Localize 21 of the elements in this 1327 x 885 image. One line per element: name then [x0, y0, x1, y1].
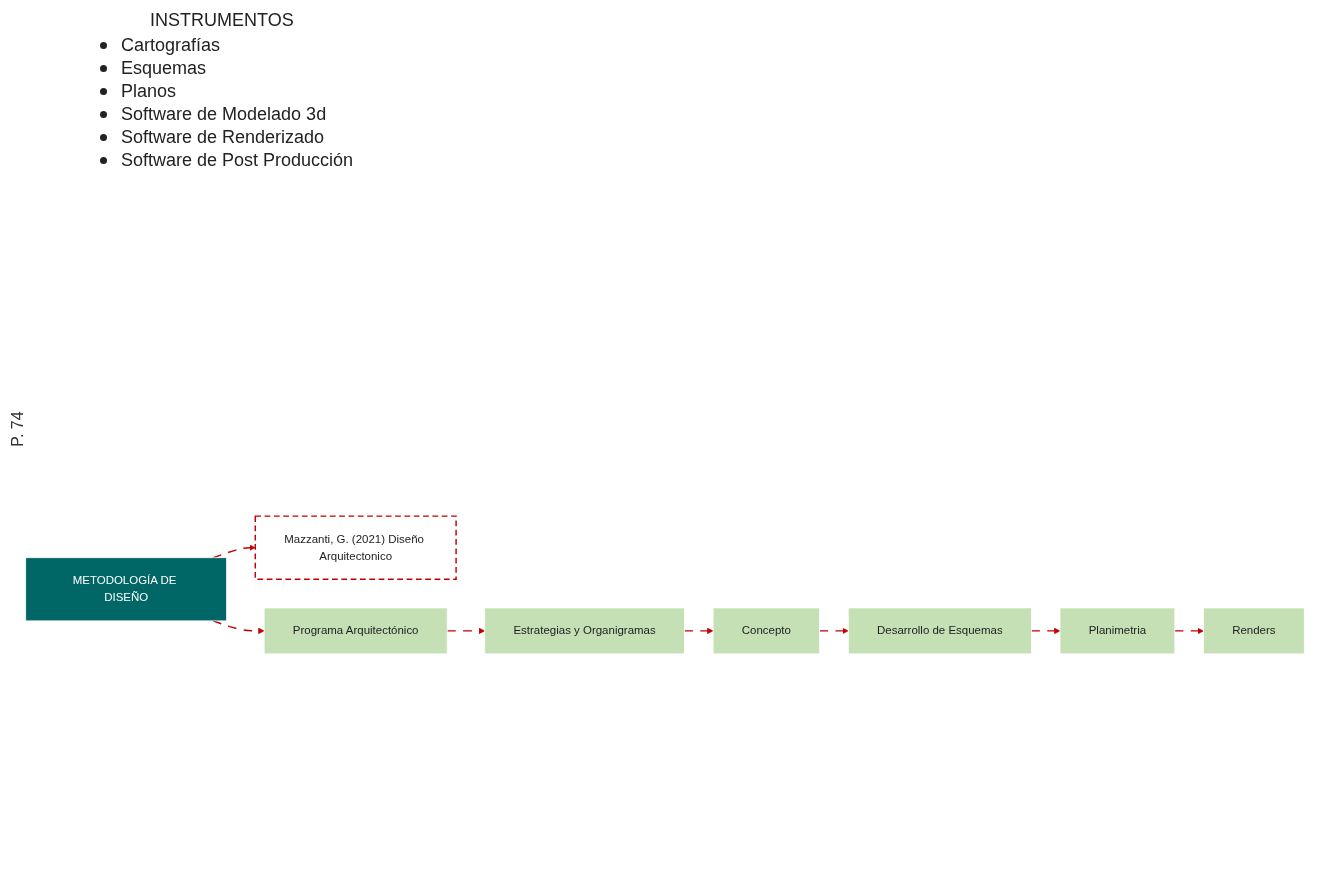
list-item: Software de Renderizado: [121, 127, 325, 148]
arrow: [1030, 627, 1061, 635]
node-box: METODOLOGÍA DE DISEÑO: [25, 557, 227, 622]
list-heading: INSTRUMENTOS: [149, 10, 295, 31]
list-item: Esquemas: [121, 58, 207, 79]
list-item: Planos: [121, 81, 177, 102]
list-item: Cartografías: [121, 35, 221, 56]
list-item: Software de Modelado 3d: [121, 104, 327, 125]
node-box: Renders: [1203, 607, 1305, 655]
node-box: Mazzanti, G. (2021) Diseño Arquitectonico: [254, 515, 457, 580]
arrow: [1174, 627, 1204, 635]
node-box: Desarrollo de Esquemas: [847, 607, 1032, 655]
node-box: Estrategias y Organigramas: [484, 607, 685, 655]
list-item: Software de Post Producción: [121, 150, 354, 171]
arrow: [818, 627, 849, 635]
node-box: Planimetria: [1059, 607, 1176, 655]
arrow: [446, 627, 486, 635]
node-box: Concepto: [712, 607, 820, 655]
node-box: Programa Arquitectónico: [263, 607, 448, 655]
arrow: [683, 627, 714, 635]
page-number: P. 74: [8, 411, 27, 447]
